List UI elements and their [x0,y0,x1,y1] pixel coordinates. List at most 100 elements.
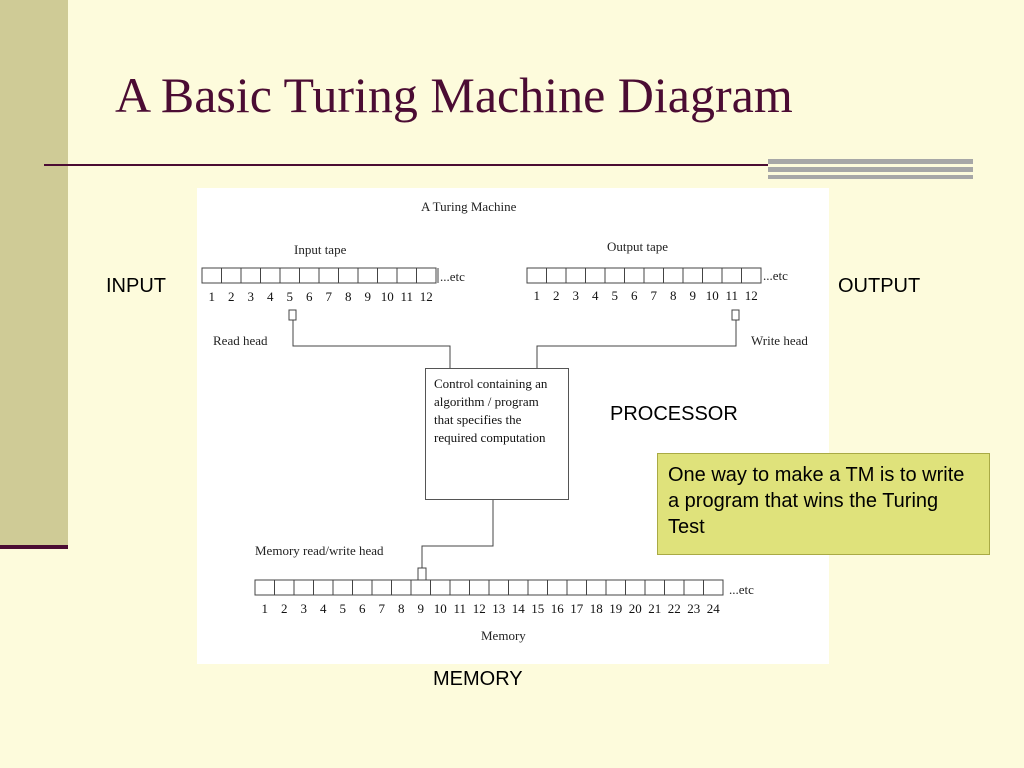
memory-tape-cell-number: 11 [453,601,466,616]
diagram-canvas: A Turing Machine Input tape Output tape … [201,199,808,643]
output-tape-cell-number: 11 [725,288,738,303]
read-head-label: Read head [213,333,268,348]
output-tape-cell-number: 8 [670,288,677,303]
output-tape-cell [526,267,547,284]
left-band-underline [0,545,68,549]
memory-tape-cell-number: 17 [570,601,584,616]
output-tape-cell-number: 3 [573,288,580,303]
memory-label: MEMORY [433,668,523,690]
memory-tape-cell [274,579,295,596]
memory-tape-cells [254,579,724,596]
input-tape-cell-number: 9 [365,289,372,304]
memory-tape-cell-number: 22 [668,601,681,616]
output-tape-cell [721,267,742,284]
memory-tape-cell-number: 9 [418,601,425,616]
output-tape-cell-number: 6 [631,288,638,303]
memory-tape-cell [527,579,548,596]
input-tape-cell [357,267,378,284]
memory-tape-cell [488,579,509,596]
output-tape-cell-number: 12 [745,288,758,303]
memory-tape-cell-number: 18 [590,601,603,616]
input-tape-cell-number: 11 [400,289,413,304]
title-rule [44,164,772,166]
output-tape-cell [585,267,606,284]
output-tape-cell [565,267,586,284]
input-tape-cell-number: 5 [287,289,294,304]
input-tape-cell-number: 10 [381,289,394,304]
output-tape-cells [526,267,762,284]
processor-label: PROCESSOR [610,403,738,425]
output-tape-cell-number: 7 [651,288,658,303]
input-tape-cell [240,267,261,284]
left-decorative-band [0,0,68,545]
write-head-connector [536,320,737,368]
memory-tape-cell-number: 1 [262,601,269,616]
memory-tape-etc: ...etc [729,582,754,597]
input-tape-cell [299,267,320,284]
memory-tape-cell-number: 7 [379,601,386,616]
read-head-connector [292,320,451,368]
memory-tape-cell [586,579,607,596]
memory-tape-cell [430,579,451,596]
memory-tape-cell-number: 24 [707,601,721,616]
memory-tape-cell-number: 4 [320,601,327,616]
memory-tape-cell-number: 14 [512,601,526,616]
output-tape-cell [702,267,723,284]
memory-tape-cell-number: 3 [301,601,308,616]
input-tape-cell [279,267,300,284]
write-head-marker [731,309,740,321]
input-label: INPUT [106,275,166,297]
output-tape-etc: ...etc [763,268,788,283]
memory-head-connector [421,500,494,568]
input-tape-cell-number: 12 [420,289,433,304]
read-head-marker [288,309,297,321]
output-tape-cell-number: 10 [706,288,719,303]
write-head-label: Write head [751,333,808,348]
input-tape-cell-number: 2 [228,289,235,304]
memory-tape-cell [313,579,334,596]
memory-tape-cell [352,579,373,596]
turing-test-callout: One way to make a TM is to write a progr… [657,453,990,555]
input-tape-etc: ...etc [440,269,465,284]
memory-tape-cell-number: 21 [648,601,661,616]
input-tape-cell-number: 4 [267,289,274,304]
control-box: Control containing an algorithm / progra… [425,368,569,500]
memory-tape-cell-number: 12 [473,601,486,616]
input-tape-cell [396,267,417,284]
memory-tape-cell-number: 19 [609,601,622,616]
memory-tape-cell-number: 6 [359,601,366,616]
output-tape-cell-number: 5 [612,288,619,303]
input-tape-cell-number: 8 [345,289,352,304]
input-tape-cell [221,267,242,284]
title-rule-accent [768,159,973,179]
memory-tape-cell-number: 23 [687,601,700,616]
input-tape-cell [260,267,281,284]
diagram-heading: A Turing Machine [421,199,517,214]
memory-tape-cell [469,579,490,596]
output-tape-cell [741,267,762,284]
memory-tape-cell [566,579,587,596]
memory-tape-label: Memory [481,628,526,643]
memory-tape-cell-number: 20 [629,601,642,616]
memory-tape-cell-number: 13 [492,601,505,616]
input-tape-cell [377,267,398,284]
input-tape-label: Input tape [294,242,347,257]
memory-tape-cell [293,579,314,596]
memory-tape-cell-number: 10 [434,601,447,616]
memory-tape-cell [332,579,353,596]
output-tape-cell-number: 2 [553,288,560,303]
output-tape-cell-number: 9 [690,288,697,303]
memory-tape-cell-number: 15 [531,601,544,616]
memory-tape-cell [371,579,392,596]
memory-tape-cell-number: 8 [398,601,405,616]
input-tape-cell-number: 3 [248,289,255,304]
output-tape-cell-number: 1 [534,288,541,303]
output-tape-cell [682,267,703,284]
memory-tape-cell-number: 5 [340,601,347,616]
output-tape-cell [624,267,645,284]
memory-tape-cell [254,579,275,596]
output-tape-cell [604,267,625,284]
output-tape-cell [663,267,684,284]
memory-tape-cell [410,579,431,596]
